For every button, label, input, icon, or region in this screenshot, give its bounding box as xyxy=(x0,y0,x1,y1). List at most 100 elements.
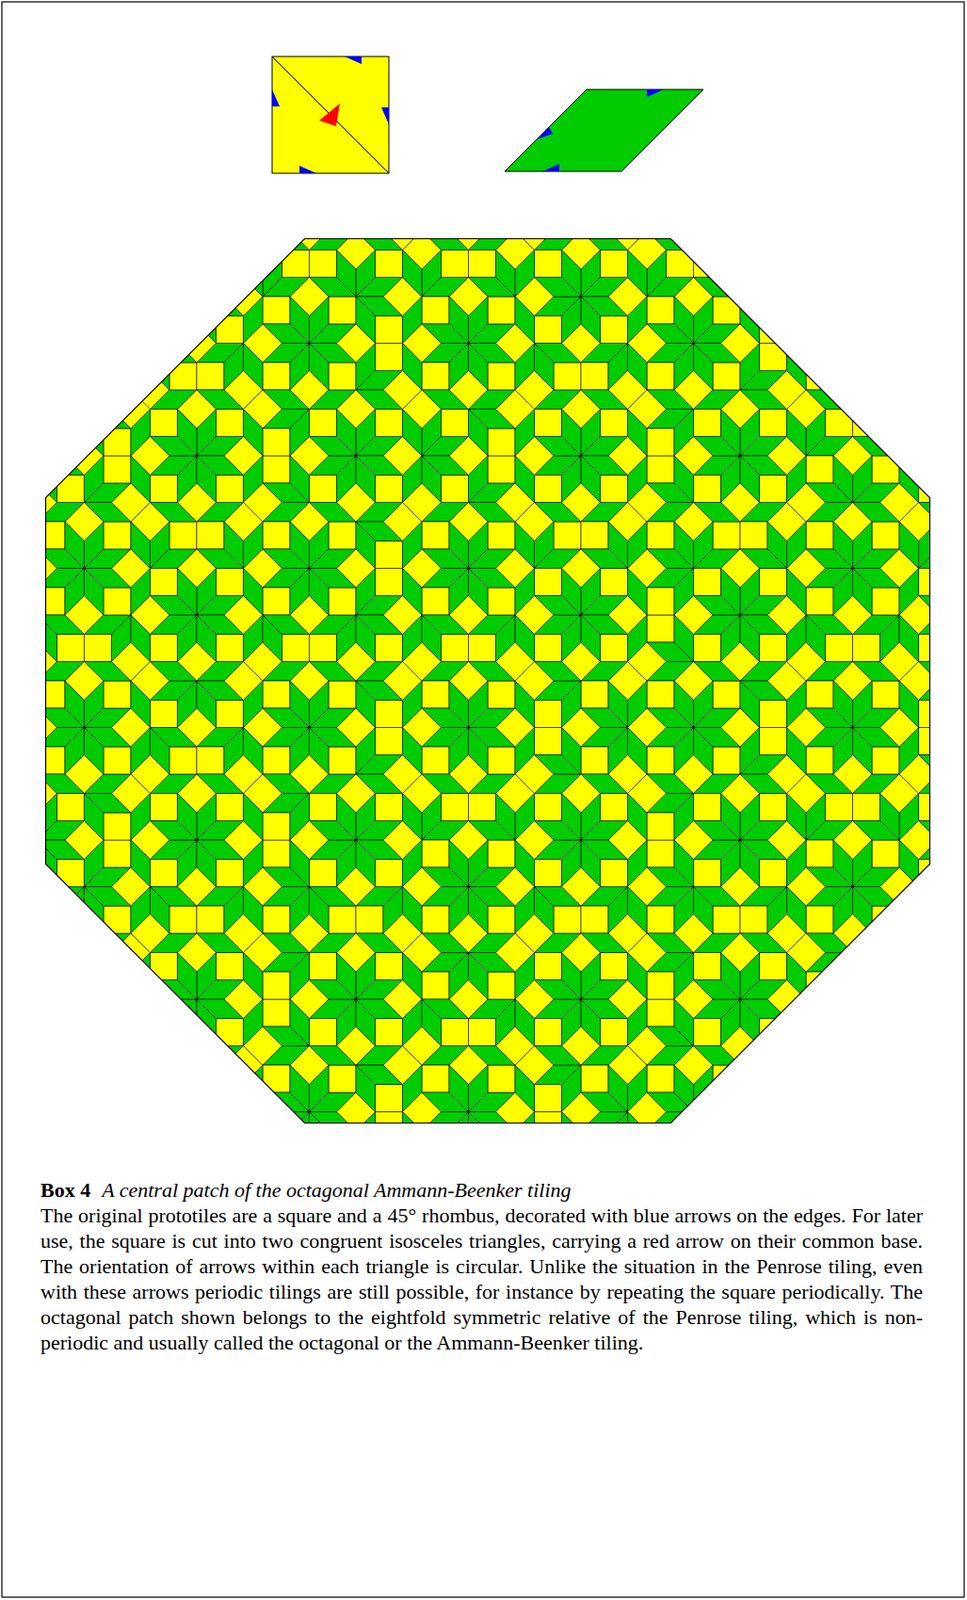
square-tile xyxy=(487,1064,516,1093)
square-tile xyxy=(487,839,516,868)
square-tile xyxy=(374,859,403,887)
square-tile xyxy=(262,296,291,324)
square-tile xyxy=(693,793,722,822)
square-tile xyxy=(336,164,375,204)
rhombus-tile xyxy=(628,408,648,456)
square-tile xyxy=(196,362,225,390)
square-tile xyxy=(871,521,900,549)
square-tile xyxy=(580,1130,609,1159)
square-tile xyxy=(487,428,516,456)
rhombus-tile xyxy=(0,595,38,615)
rhombus-tile xyxy=(674,614,694,662)
square-tile xyxy=(308,633,337,661)
square-tile xyxy=(262,203,291,231)
rhombus-tile xyxy=(177,567,197,615)
square-tile xyxy=(103,521,131,549)
square-tile xyxy=(0,595,11,634)
square-tile xyxy=(487,362,516,390)
rhombus-tile xyxy=(580,296,601,344)
square-tile xyxy=(17,708,57,747)
rhombus-tile xyxy=(290,839,310,887)
rhombus-tile xyxy=(899,521,919,569)
rhombus-tile xyxy=(421,999,442,1047)
square-tile xyxy=(374,952,403,981)
square-tile xyxy=(374,249,403,277)
square-tile xyxy=(805,905,834,934)
square-tile xyxy=(487,455,516,484)
rhombus-tile xyxy=(17,793,38,841)
square-tile xyxy=(149,859,178,887)
rhombus-tile xyxy=(0,755,38,775)
square-tile xyxy=(421,587,450,615)
square-tile xyxy=(374,793,403,822)
square-tile xyxy=(833,370,872,409)
rhombus-tile xyxy=(449,521,469,569)
rhombus-tile xyxy=(308,567,329,615)
rhombus-tile xyxy=(336,793,356,841)
rhombus-tile xyxy=(899,614,919,662)
square-tile xyxy=(328,1064,356,1093)
square-tile xyxy=(467,1018,496,1047)
square-tile xyxy=(149,474,178,502)
rhombus-tile xyxy=(787,727,807,775)
square-tile xyxy=(262,971,291,1000)
rhombus-tile xyxy=(918,435,967,456)
rhombus-tile xyxy=(853,952,873,1000)
square-diagonal xyxy=(272,56,389,174)
square-tile xyxy=(853,408,881,436)
square-tile xyxy=(262,1064,291,1093)
rhombus-tile xyxy=(64,521,85,569)
square-tile xyxy=(262,362,291,390)
square-tile xyxy=(805,362,834,390)
square-tile xyxy=(534,315,563,343)
rhombus-tile xyxy=(149,296,197,317)
square-tile xyxy=(580,521,609,549)
rhombus-tile xyxy=(290,1064,310,1113)
square-tile xyxy=(767,1046,806,1085)
square-tile xyxy=(608,210,647,250)
square-tile xyxy=(880,933,919,972)
rhombus-tile xyxy=(833,952,854,1000)
square-tile xyxy=(328,203,356,231)
square-tile xyxy=(262,812,291,840)
rhombus-tile xyxy=(562,727,582,775)
rhombus-tile xyxy=(421,455,442,503)
square-tile xyxy=(374,1084,403,1113)
rhombus-tile xyxy=(177,249,197,297)
square-tile xyxy=(56,952,84,981)
rhombus-tile xyxy=(740,276,788,297)
rhombus-tile xyxy=(833,521,854,569)
square-tile xyxy=(64,980,104,1019)
square-tile xyxy=(534,474,563,502)
square-tile xyxy=(805,839,834,868)
rhombus-tile xyxy=(693,1092,742,1113)
rhombus-tile xyxy=(37,408,58,456)
square-tile xyxy=(825,1018,854,1047)
square-tile xyxy=(440,474,468,502)
square-tile xyxy=(374,727,403,756)
square-tile xyxy=(374,183,403,211)
square-tile xyxy=(103,680,131,709)
rhombus-tile xyxy=(853,886,873,935)
square-tile xyxy=(515,210,554,250)
square-tile xyxy=(871,839,900,868)
rhombus-tile xyxy=(149,1046,197,1066)
rhombus-tile xyxy=(515,296,535,344)
square-tile xyxy=(103,971,131,1000)
rhombus-tile xyxy=(899,952,919,1000)
square-tile xyxy=(553,905,581,934)
blue-arrow xyxy=(344,56,362,65)
rhombus-tile xyxy=(580,999,601,1047)
square-tile xyxy=(487,1130,516,1159)
square-tile xyxy=(965,746,967,774)
rhombus-tile xyxy=(83,793,104,841)
square-tile xyxy=(805,455,834,484)
rhombus-tile xyxy=(740,1064,760,1113)
square-tile xyxy=(103,839,131,868)
rhombus-tile xyxy=(242,408,263,456)
square-tile xyxy=(111,1026,150,1065)
rhombus-tile xyxy=(242,793,263,841)
rhombus-tile xyxy=(965,595,967,615)
rhombus-tile xyxy=(853,727,873,775)
rhombus-tile xyxy=(918,886,967,907)
